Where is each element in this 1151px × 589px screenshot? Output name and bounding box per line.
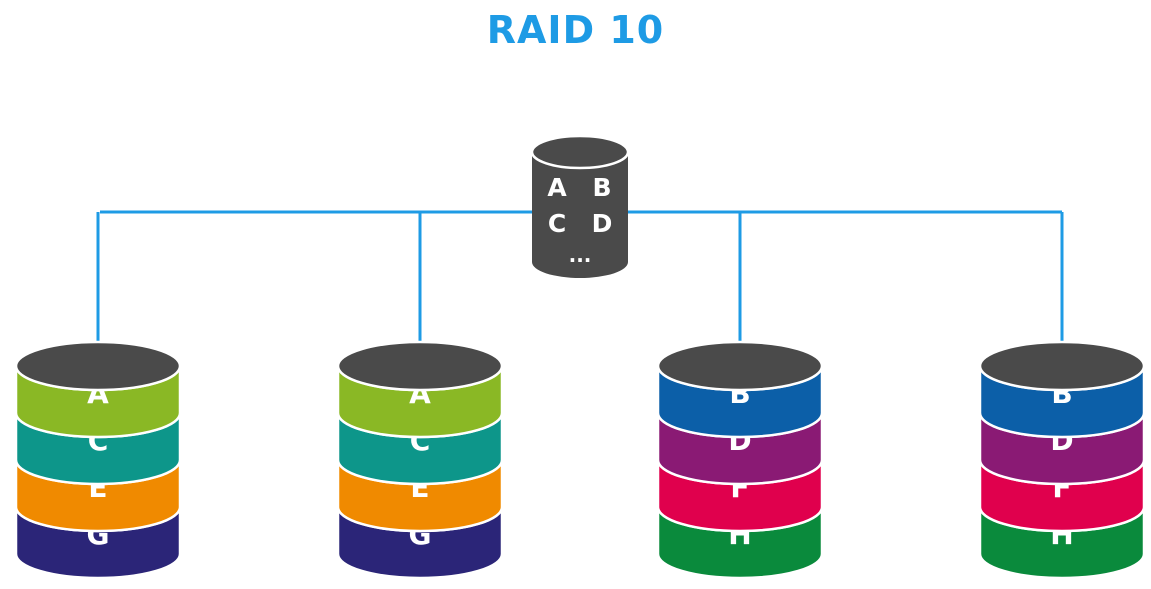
- disk-top: [14, 340, 182, 392]
- source-block-label: B: [592, 173, 611, 202]
- source-ellipsis: ...: [569, 243, 592, 267]
- diagram-title: RAID 10: [486, 8, 665, 52]
- source-disk-body: [532, 152, 628, 278]
- source-block-label: C: [548, 209, 566, 238]
- source-block-label: D: [592, 209, 613, 238]
- source-disk-top: [530, 134, 630, 170]
- disk-top: [978, 340, 1146, 392]
- disk-top: [656, 340, 824, 392]
- source-block-label: A: [547, 173, 567, 202]
- disk-top: [336, 340, 504, 392]
